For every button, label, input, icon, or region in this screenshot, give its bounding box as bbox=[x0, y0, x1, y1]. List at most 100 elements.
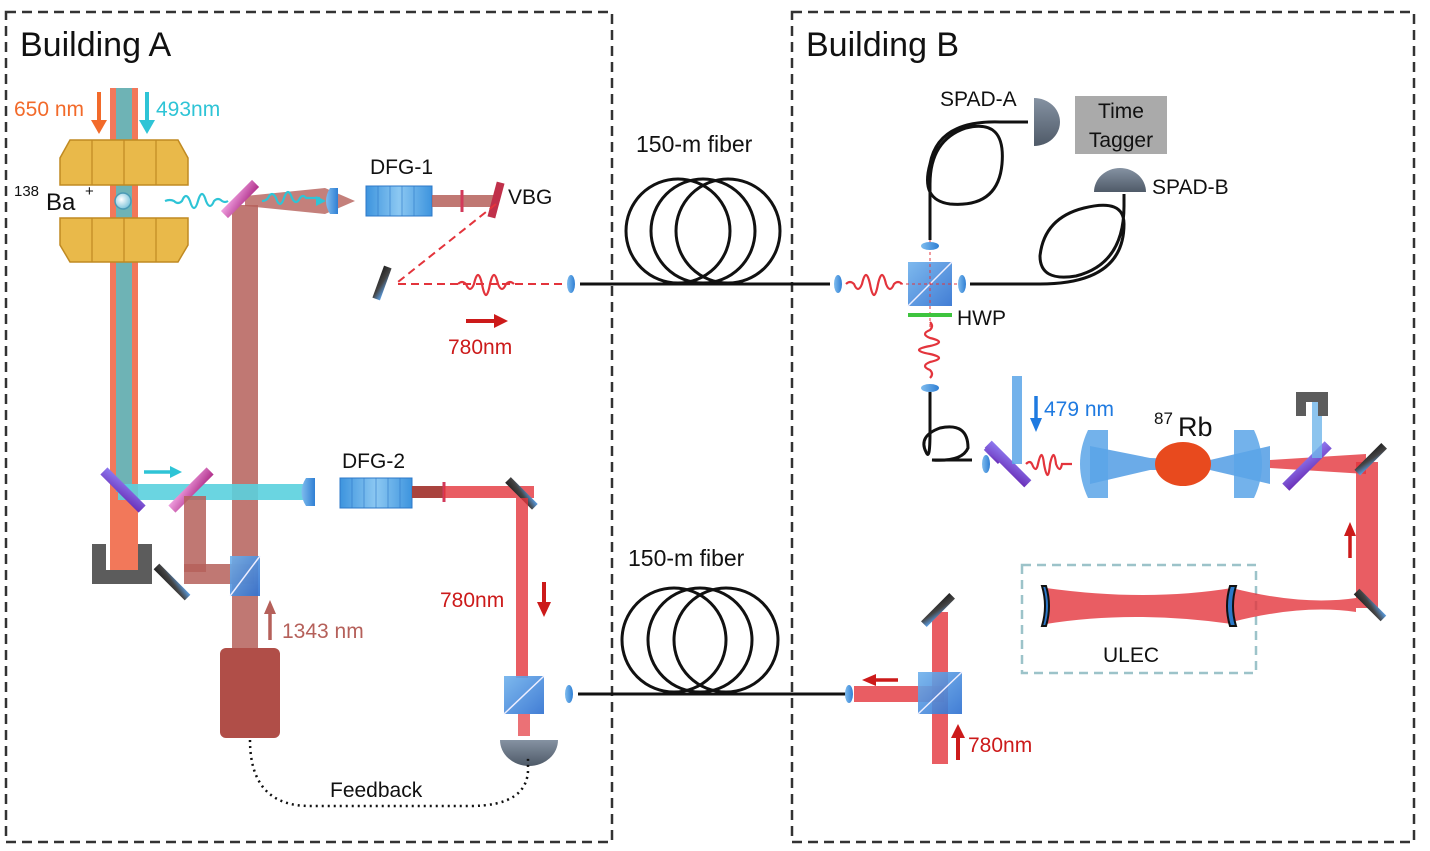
beam-dump-b bbox=[1296, 392, 1328, 416]
arrow-479 bbox=[1030, 396, 1042, 432]
fiber-coupler-b-bottom bbox=[845, 685, 853, 703]
cavity-mirror-right bbox=[1226, 585, 1238, 627]
photodetector-lock bbox=[500, 740, 558, 766]
beam-780-to-cavity bbox=[1232, 588, 1356, 622]
coupler-rb-out bbox=[921, 384, 939, 392]
spad-b-detector bbox=[1094, 168, 1146, 192]
beam-1343-branch-v bbox=[184, 496, 206, 572]
hwp bbox=[908, 313, 952, 317]
dfg1-crystal bbox=[365, 185, 433, 217]
fiber-rb bbox=[922, 392, 972, 462]
coupler-spad-a bbox=[921, 242, 939, 250]
arrow-780-loop bbox=[1344, 522, 1356, 558]
label-ba-charge: + bbox=[85, 183, 94, 200]
ulec-box bbox=[1020, 563, 1258, 675]
dichroic-mirror-ion bbox=[100, 467, 146, 513]
arrow-780-ref-up bbox=[951, 724, 965, 760]
beam-dfg2-out bbox=[412, 486, 444, 498]
arrow-780-a bbox=[466, 314, 508, 328]
mirror-780-lock bbox=[505, 477, 538, 510]
label-spad-a: SPAD-A bbox=[940, 88, 1017, 111]
label-ulec: ULEC bbox=[1103, 644, 1159, 667]
label-479: 479 nm bbox=[1044, 398, 1114, 421]
label-feedback: Feedback bbox=[330, 779, 423, 802]
beam-dfg1-out bbox=[432, 195, 498, 207]
cavity-mirror-left bbox=[1040, 585, 1050, 627]
beam-479-exit bbox=[1312, 394, 1322, 458]
label-fiber-top: 150-m fiber bbox=[636, 131, 753, 157]
coupler-spad-b bbox=[958, 275, 966, 293]
photon-780-a bbox=[457, 273, 515, 297]
lens-rb-in bbox=[1080, 430, 1108, 498]
rb-cell bbox=[1155, 442, 1211, 486]
label-650: 650 nm bbox=[14, 98, 84, 121]
mirror-rb-corner-bottom bbox=[1353, 588, 1387, 622]
time-tagger bbox=[1075, 96, 1167, 154]
beam-1343-to-dfg1 bbox=[245, 188, 355, 214]
label-1343: 1343 nm bbox=[282, 620, 364, 643]
beam-780-loop-v bbox=[1356, 462, 1378, 608]
mirror-ref-top bbox=[921, 593, 955, 627]
arrow-780-lock bbox=[537, 582, 551, 617]
mirror-rb-corner-top bbox=[1354, 443, 1387, 476]
lens-dfg1-in bbox=[326, 188, 338, 214]
laser-1343-source bbox=[220, 648, 280, 738]
label-dfg1: DFG-1 bbox=[370, 156, 433, 179]
fiber-coupler-b-top bbox=[834, 275, 842, 293]
beam-493-horizontal bbox=[118, 484, 306, 500]
beam-780-lock-v bbox=[516, 498, 528, 678]
label-rb-mass: 87 bbox=[1154, 409, 1173, 428]
arrow-493-horizontal bbox=[144, 466, 182, 478]
label-ba-symbol: Ba bbox=[46, 189, 76, 216]
label-hwp: HWP bbox=[957, 307, 1006, 330]
label-dfg2: DFG-2 bbox=[342, 450, 405, 473]
fiber-spad-a bbox=[926, 120, 1028, 240]
label-vbg: VBG bbox=[508, 186, 552, 209]
fiber-coupler-rb bbox=[982, 455, 990, 473]
building-a-title: Building A bbox=[20, 26, 172, 64]
lens-dfg2-in bbox=[301, 478, 315, 506]
label-780-lock: 780nm bbox=[440, 589, 504, 612]
photon-493-emitted bbox=[164, 192, 229, 210]
spad-a-detector bbox=[1034, 98, 1060, 146]
label-780-b: 780nm bbox=[968, 734, 1032, 757]
label-493: 493nm bbox=[156, 98, 220, 121]
arrow-493 bbox=[139, 92, 155, 134]
fiber-top bbox=[580, 177, 830, 286]
photon-493-combined bbox=[261, 190, 320, 206]
label-fiber-bottom: 150-m fiber bbox=[628, 545, 745, 571]
fiber-bottom bbox=[578, 586, 846, 696]
dichroic-mirror-top bbox=[220, 179, 260, 219]
feedback-line bbox=[248, 739, 530, 808]
building-b-title: Building B bbox=[806, 26, 959, 64]
beam-dump-a bbox=[92, 544, 152, 584]
arrow-780-ref-left bbox=[862, 674, 898, 686]
arrow-650 bbox=[91, 92, 107, 134]
label-spad-b: SPAD-B bbox=[1152, 176, 1229, 199]
beam-493 bbox=[116, 88, 132, 492]
label-ba-mass: 138 bbox=[14, 183, 39, 200]
ion-trap bbox=[59, 139, 189, 263]
vbg bbox=[487, 181, 505, 219]
label-780-a: 780nm bbox=[448, 336, 512, 359]
dichroic-mirror-dfg2 bbox=[168, 467, 214, 513]
beam-780-rb-out bbox=[1270, 454, 1366, 474]
mirror-1343-branch bbox=[153, 563, 191, 601]
mirror-780-a bbox=[372, 265, 392, 301]
beam-479-vertical bbox=[1012, 376, 1022, 464]
building-b-box bbox=[790, 10, 1416, 844]
cavity-mode bbox=[1046, 588, 1232, 624]
photon-780-rb bbox=[917, 321, 941, 379]
fiber-coupler-a-top bbox=[567, 275, 575, 293]
photon-780-b bbox=[845, 273, 903, 297]
fiber-coupler-a-bottom bbox=[565, 685, 573, 703]
time-tagger-line1: Time bbox=[1098, 100, 1144, 123]
label-rb-symbol: Rb bbox=[1178, 412, 1213, 442]
barium-ion bbox=[114, 192, 132, 210]
arrow-1343 bbox=[264, 600, 276, 640]
building-a-box bbox=[4, 10, 614, 844]
beam-780-dashed-diag bbox=[397, 203, 497, 283]
time-tagger-line2: Tagger bbox=[1089, 129, 1153, 152]
